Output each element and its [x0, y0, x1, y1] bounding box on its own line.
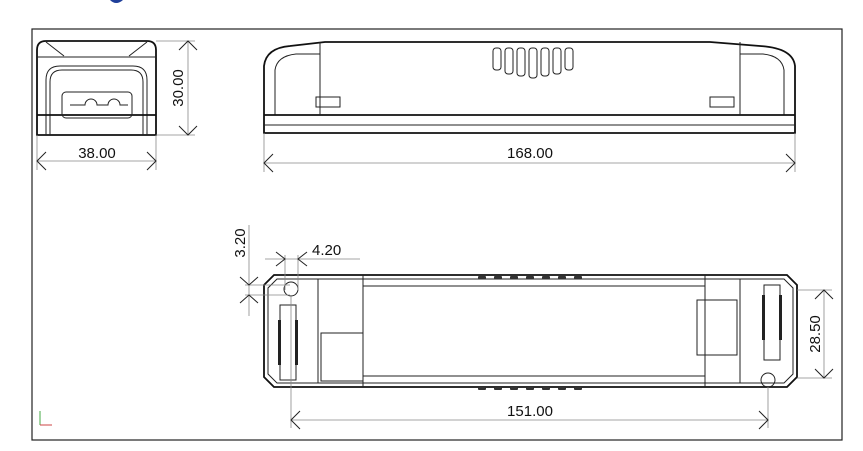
bottom-view: 3.20 4.20 151.00 28.50: [232, 225, 834, 430]
logo-fragment: [110, 0, 123, 3]
axis-indicator-icon: [39, 411, 52, 426]
front-view: 30.00 38.00: [36, 40, 198, 171]
dim-front-height: 30.00: [170, 69, 187, 107]
drawing-frame: [31, 28, 843, 441]
dim-hole-horizontal: 4.20: [312, 242, 341, 259]
dim-hole-spacing: 151.00: [507, 403, 553, 420]
vent-slots-bottom: [478, 276, 582, 390]
dim-hole-vertical: 3.20: [232, 228, 249, 257]
mount-hole-left: [283, 281, 299, 297]
dim-bottom-width: 28.50: [807, 315, 824, 353]
mount-hole-right: [760, 372, 776, 388]
dim-side-length: 168.00: [507, 145, 553, 162]
dim-front-width: 38.00: [78, 145, 116, 162]
side-view: 168.00: [263, 41, 796, 173]
vent-slots: [492, 47, 574, 79]
